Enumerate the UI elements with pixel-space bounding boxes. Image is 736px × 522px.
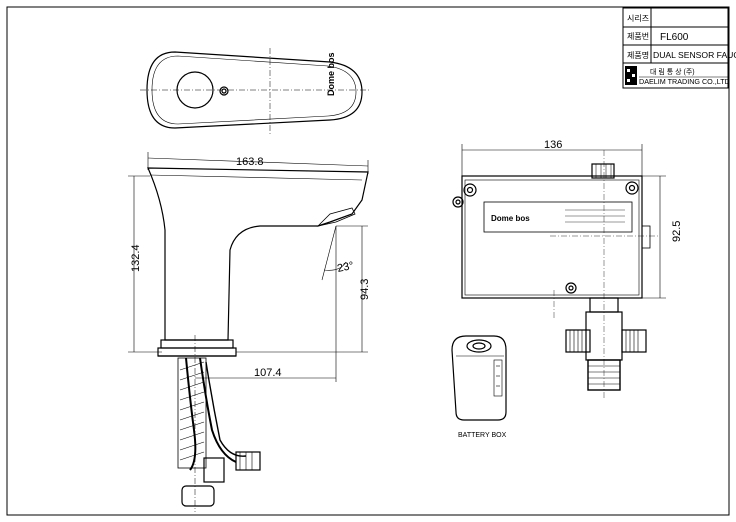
part-no-label: 제품번	[627, 32, 649, 41]
company-name-korean: 대 림 통 상 (주)	[650, 67, 695, 76]
brand-logo-top: Dome bos	[326, 52, 336, 96]
dim-spout-height: 94.3	[359, 279, 371, 300]
series-label: 시리즈	[627, 14, 649, 23]
company-name-english: DAELIM TRADING CO.,LTD	[639, 77, 730, 86]
dim-box-width: 136	[544, 139, 562, 151]
valve-threads	[569, 330, 639, 385]
box-dimensions	[461, 144, 666, 299]
battery-box-label: BATTERY BOX	[458, 432, 507, 439]
braided-hose-hatch	[179, 361, 205, 461]
dim-box-height: 92.5	[671, 221, 683, 242]
side-view	[147, 167, 369, 512]
control-box	[452, 150, 660, 400]
drawing-frame	[6, 6, 730, 516]
company-logo	[625, 66, 637, 85]
part-no-value: FL600	[660, 32, 689, 43]
dim-spout-angle: 23°	[336, 260, 355, 275]
dim-spout-reach: 107.4	[254, 367, 282, 379]
battery-box	[451, 335, 507, 421]
dim-side-length: 163.8	[236, 156, 264, 168]
title-block: 시리즈 제품번 FL600 제품명 DUAL SENSOR FAUCET 대 림…	[622, 7, 736, 89]
top-view	[140, 48, 370, 134]
dim-side-height: 132.4	[130, 244, 142, 272]
brand-logo-box: Dome bos	[491, 214, 530, 223]
product-label: 제품명	[627, 50, 649, 60]
side-view-dimensions	[128, 152, 369, 382]
product-value: DUAL SENSOR FAUCET	[653, 50, 736, 60]
